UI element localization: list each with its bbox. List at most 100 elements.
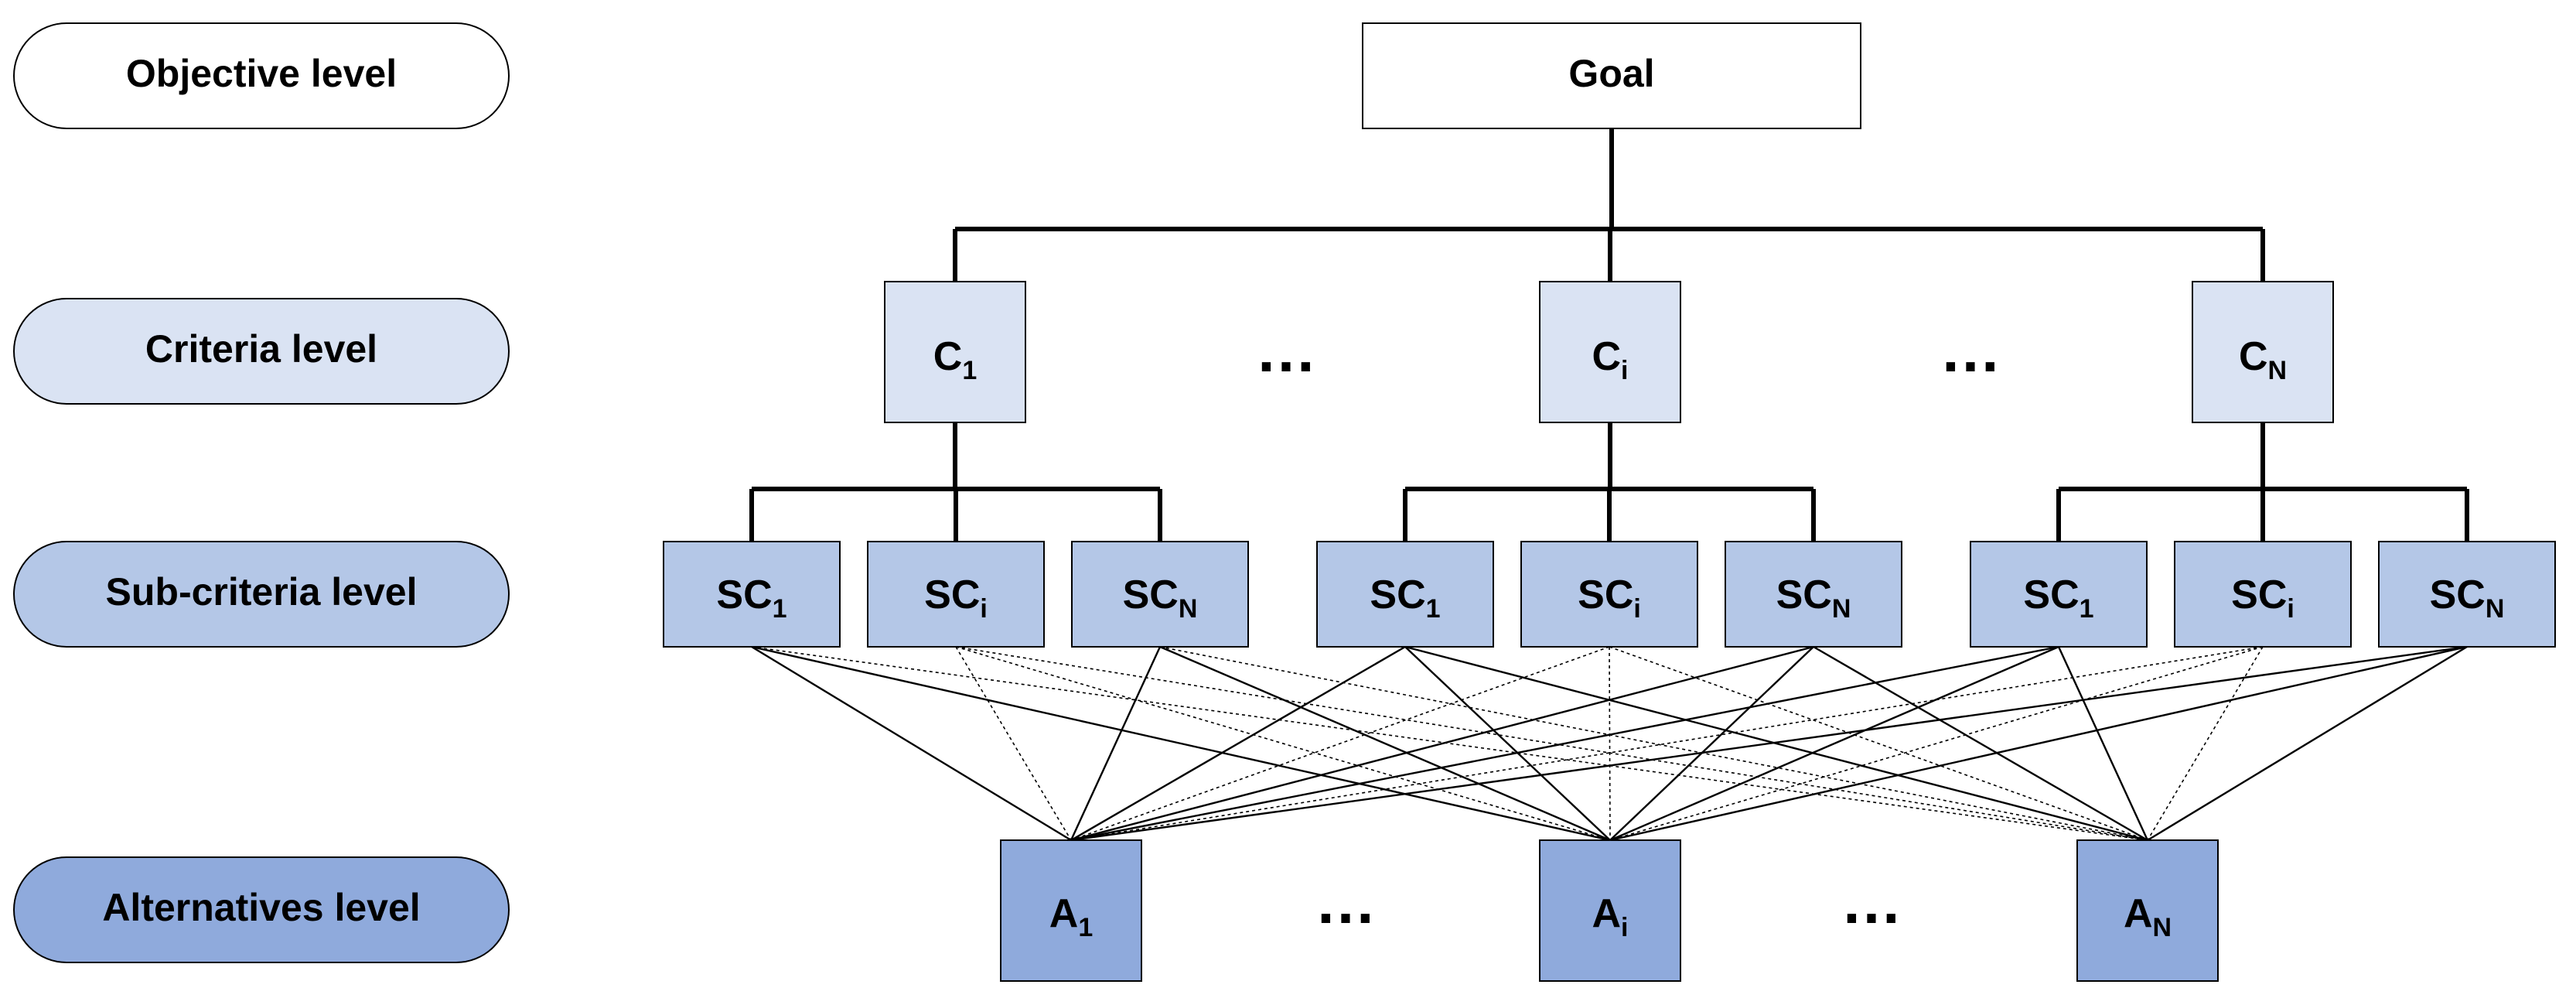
criterion-subscript: i [1621, 356, 1628, 385]
evaluation-link [1070, 646, 2264, 841]
subcriterion-subscript: 1 [773, 594, 787, 624]
evaluation-link [1070, 645, 2468, 842]
criterion-base: C [933, 334, 963, 379]
subcriterion-label: SCN [1776, 573, 1851, 624]
alternative-subscript: i [1621, 913, 1628, 942]
criterion-label: C1 [933, 334, 977, 385]
subcriterion-subscript: 1 [1426, 594, 1441, 624]
subcriterion-box [2174, 541, 2352, 648]
criterion-subscript: N [2268, 356, 2288, 385]
level-objective-label: Objective level [126, 52, 397, 95]
level-alternatives: Alternatives level [13, 856, 510, 963]
level-alternatives-label: Alternatives level [102, 886, 420, 929]
level-subcriteria: Sub-criteria level [13, 541, 510, 648]
subcriterion-base: SC [924, 573, 980, 617]
evaluation-link [955, 646, 1611, 841]
level-criteria: Criteria level [13, 298, 510, 405]
subcriterion-box [867, 541, 1045, 648]
subcriterion-subscript: 1 [2080, 594, 2094, 624]
evaluation-link [751, 645, 1072, 842]
alternative-subscript: N [2153, 913, 2172, 942]
evaluation-link [1609, 646, 1611, 841]
subcriterion-subscript: N [1832, 594, 1851, 624]
alternative-base: A [2124, 891, 2153, 936]
alternatives-ellipsis: … [1315, 867, 1377, 936]
alternative-node: A1 [1000, 839, 1142, 982]
subcriterion-base: SC [716, 573, 772, 617]
alternative-base: A [1049, 891, 1079, 936]
evaluation-link [1609, 645, 2468, 842]
alternative-label: AN [2124, 891, 2172, 942]
evaluation-link [1070, 645, 1406, 842]
subcriterion-node: SCN [1071, 541, 1249, 648]
subcriterion-node: SCN [1725, 541, 1902, 648]
evaluation-link [1159, 645, 1611, 842]
criterion-subscript: 1 [962, 356, 977, 385]
subcriterion-subscript: i [2287, 594, 2294, 624]
alternative-box [2076, 839, 2219, 982]
evaluation-link [2147, 646, 2264, 841]
subcriterion-node: SC1 [663, 541, 841, 648]
subcriterion-base: SC [1123, 573, 1179, 617]
subcriterion-node: SC1 [1316, 541, 1494, 648]
subcriterion-base: SC [2231, 573, 2287, 617]
subcriterion-node: SC1 [1970, 541, 2148, 648]
connector-lines [749, 128, 2469, 842]
evaluation-link [751, 646, 2148, 841]
goal-label: Goal [1568, 52, 1654, 95]
alternative-node: Ai [1539, 839, 1681, 982]
level-subcriteria-pill [13, 541, 510, 648]
subcriterion-box [1520, 541, 1698, 648]
subcriterion-subscript: i [980, 594, 987, 624]
level-objective-pill [13, 22, 510, 129]
subcriterion-base: SC [2023, 573, 2079, 617]
goal-node: Goal [1362, 22, 1861, 129]
subcriterion-box [1316, 541, 1494, 648]
level-alternatives-pill [13, 856, 510, 963]
evaluation-link [2057, 646, 2149, 841]
subcriterion-label: SCi [1578, 573, 1641, 624]
subcriterion-node: SCi [2174, 541, 2352, 648]
alternative-label: A1 [1049, 891, 1093, 942]
evaluation-link [2147, 645, 2468, 842]
subcriterion-subscript: i [1633, 594, 1640, 624]
evaluation-link [1070, 646, 1162, 841]
alternative-box [1539, 839, 1681, 982]
goal-box [1362, 22, 1861, 129]
evaluation-link [1609, 646, 1814, 841]
evaluation-link [1404, 645, 2148, 842]
alternative-node: AN [2076, 839, 2219, 982]
subcriterion-node: SCi [867, 541, 1045, 648]
alternative-box [1000, 839, 1142, 982]
subcriterion-subscript: N [1179, 594, 1198, 624]
evaluation-link [1609, 646, 2148, 841]
criterion-node: C1 [884, 281, 1026, 423]
evaluation-link [1159, 646, 2148, 841]
subcriterion-base: SC [1776, 573, 1832, 617]
evaluation-link [955, 646, 2148, 841]
criterion-label: Ci [1592, 334, 1628, 385]
evaluation-link [1609, 646, 2264, 841]
subcriterion-subscript: N [2486, 594, 2505, 624]
subcriterion-node: SCi [1520, 541, 1698, 648]
criterion-box [884, 281, 1026, 423]
criterion-base: C [2239, 334, 2268, 379]
criterion-box [1539, 281, 1681, 423]
evaluation-link [1070, 645, 1814, 842]
criteria-ellipsis: … [1940, 316, 2001, 385]
subcriterion-base: SC [1370, 573, 1425, 617]
criterion-label: CN [2239, 334, 2287, 385]
criterion-box [2192, 281, 2334, 423]
subcriterion-label: SCN [2430, 573, 2505, 624]
criterion-node: CN [2192, 281, 2334, 423]
subcriterion-label: SC1 [2023, 573, 2093, 624]
subcriterion-label: SCi [924, 573, 988, 624]
criterion-base: C [1592, 334, 1621, 379]
evaluation-link [1813, 645, 2148, 842]
evaluation-link [1609, 645, 2059, 842]
subcriterion-label: SC1 [716, 573, 786, 624]
level-objective: Objective level [13, 22, 510, 129]
subcriterion-box [1071, 541, 1249, 648]
alternative-base: A [1592, 891, 1621, 936]
